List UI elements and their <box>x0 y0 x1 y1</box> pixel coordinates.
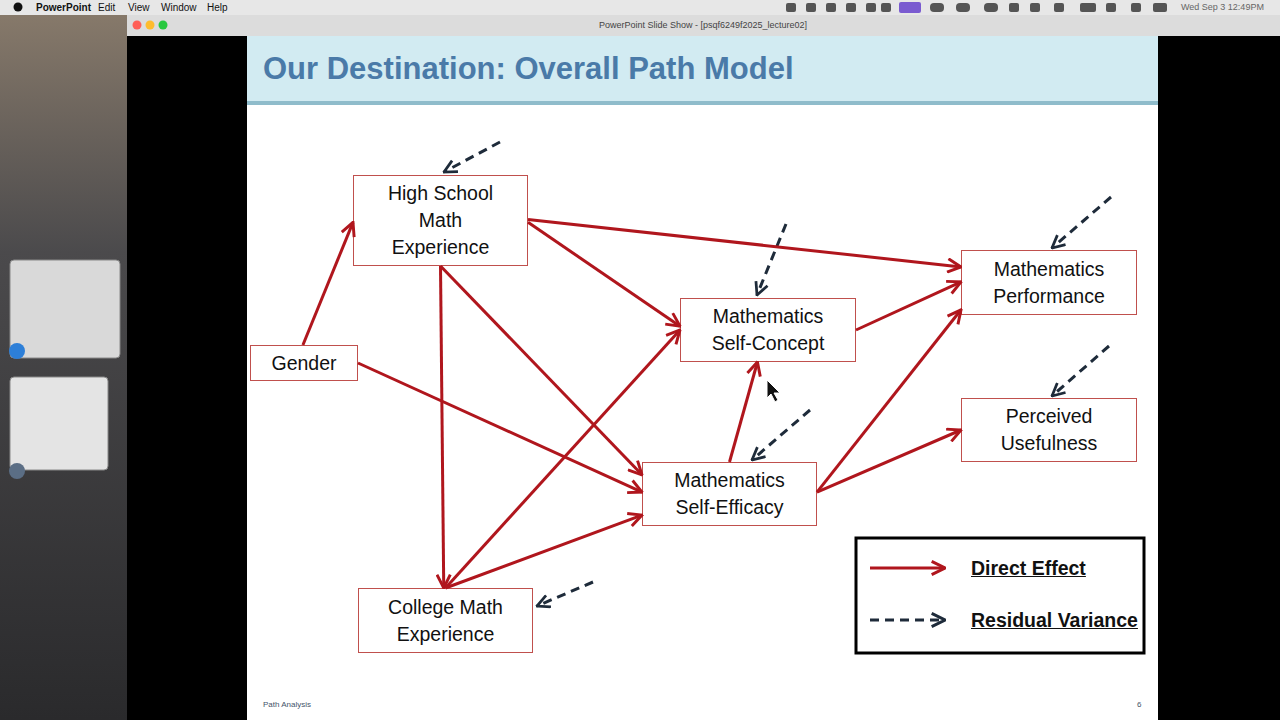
variable-box: Perceived Usefulness <box>961 398 1137 462</box>
title-banner <box>247 36 1158 102</box>
menu-item: Help <box>207 1 228 15</box>
direct-effect-arrow <box>856 282 961 330</box>
menu-item: PowerPoint <box>36 1 91 15</box>
banner-rule <box>247 101 1158 105</box>
app-icon <box>9 463 25 479</box>
variable-name: Mathematics Performance <box>984 256 1114 310</box>
residual-arrow <box>757 224 786 295</box>
direct-effect-arrow <box>446 515 643 588</box>
title-bar <box>127 15 1280 36</box>
direct-effect-arrow <box>528 222 680 326</box>
slide <box>247 36 1158 720</box>
residual-arrow <box>537 582 593 606</box>
residual-arrow <box>444 142 500 172</box>
direct-effect-arrow <box>528 220 961 267</box>
footer-text: Path Analysis <box>263 699 311 711</box>
residual-arrow <box>752 410 810 460</box>
window-thumbnail <box>10 377 108 470</box>
slide-number: 6 <box>1137 699 1141 711</box>
window-thumbnail <box>10 260 120 358</box>
variable-name: High School Math Experience <box>376 180 506 261</box>
direct-effect-arrow <box>817 430 961 492</box>
close-button <box>133 21 142 30</box>
direct-effect-arrow <box>358 363 642 492</box>
desktop-wallpaper <box>0 0 127 720</box>
window-title: PowerPoint Slide Show - [psqf6249f2025_l… <box>599 19 807 32</box>
residual-variance-sample <box>870 619 945 622</box>
direct-effect-arrow <box>303 222 353 345</box>
variable-name: Perceived Usefulness <box>984 403 1114 457</box>
slide-show-window <box>127 15 1280 720</box>
legend-box <box>856 538 1144 653</box>
mouse-cursor <box>767 380 780 402</box>
status-icons <box>786 2 1167 13</box>
variable-box: Gender <box>250 345 358 381</box>
menu-clock: Wed Sep 3 12:49PM <box>1181 1 1264 14</box>
variable-name: Gender <box>271 350 336 377</box>
zoom-button <box>159 21 168 30</box>
variable-box: High School Math Experience <box>353 175 528 266</box>
variable-box: Mathematics Self-Efficacy <box>642 462 817 526</box>
minimize-button <box>146 21 155 30</box>
variable-name: College Math Experience <box>381 594 511 648</box>
legend-label: Residual Variance <box>971 607 1138 633</box>
direct-effect-arrow <box>446 330 681 588</box>
residual-arrow <box>1052 346 1109 396</box>
direct-effect-arrow <box>730 362 758 462</box>
direct-effect-arrow <box>441 266 643 475</box>
variable-box: Mathematics Performance <box>961 250 1137 315</box>
direct-effect-arrow <box>817 310 961 492</box>
variable-name: Mathematics Self-Concept <box>703 303 833 357</box>
direct-effect-sample <box>870 567 945 570</box>
variable-box: Mathematics Self-Concept <box>680 298 856 362</box>
variable-name: Mathematics Self-Efficacy <box>665 467 795 521</box>
variable-box: College Math Experience <box>358 588 533 653</box>
direct-effect-arrow <box>441 266 444 588</box>
app-icon <box>9 343 25 359</box>
menu-item: Window <box>161 1 197 15</box>
residual-variance-arrows <box>444 142 1111 606</box>
apple-logo <box>14 3 23 12</box>
legend-label: Direct Effect <box>971 555 1086 581</box>
residual-arrow <box>1052 197 1111 248</box>
menu-item: View <box>128 1 150 15</box>
slide-title: Our Destination: Overall Path Model <box>263 51 794 87</box>
menu-bar <box>0 0 1280 15</box>
menu-item: Edit <box>98 1 115 15</box>
